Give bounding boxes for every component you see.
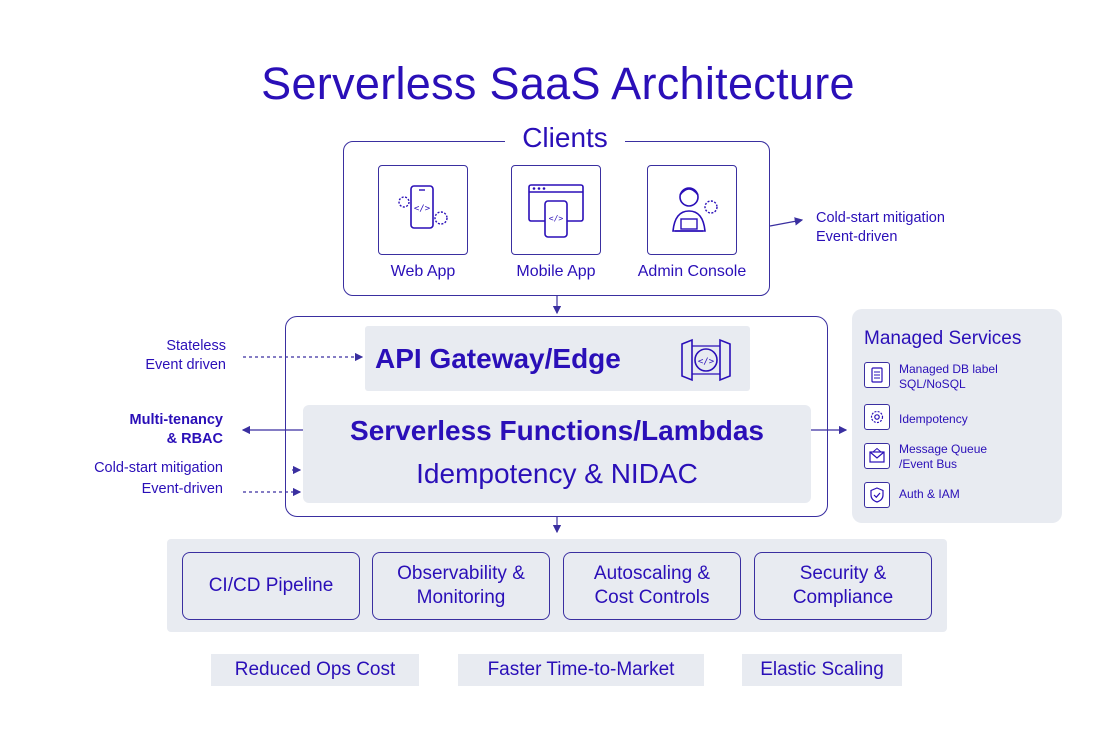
benefit-reduced-ops-cost: Reduced Ops Cost [211, 654, 419, 686]
auth-iam-label: Auth & IAM [899, 487, 960, 501]
database-icon [864, 362, 890, 388]
clients-note-line1: Cold-start mitigation [816, 210, 945, 226]
gateway-code-icon: </> [678, 336, 734, 389]
cold-start-note: Cold-start mitigation Event-driven [28, 458, 223, 500]
api-gateway-box [365, 326, 750, 391]
clients-note-arrow [769, 217, 804, 227]
message-queue-text: Message Queue /Event Bus [899, 442, 987, 472]
tenancy-note: Multi-tenancy & RBAC [63, 411, 223, 449]
tenancy-note-line1: Multi-tenancy [129, 412, 223, 428]
clients-title: Clients [505, 122, 625, 154]
mobile-app-label: Mobile App [516, 263, 596, 280]
managed-db-line2: SQL/NoSQL [899, 377, 966, 391]
message-queue-line2: /Event Bus [899, 457, 958, 471]
envelope-icon [864, 443, 890, 469]
gateway-note: Stateless Event driven [86, 337, 226, 375]
functions-title: Serverless Functions/Lambdas [350, 415, 764, 446]
message-queue-line1: Message Queue [899, 442, 988, 456]
cicd-card: CI/CD Pipeline [182, 552, 360, 620]
phone-code-gear-icon: </> [398, 185, 448, 229]
managed-services-title: Managed Services [864, 328, 1022, 349]
svg-text:</>: </> [414, 204, 431, 214]
gateway-note-line1: Stateless [166, 338, 226, 354]
cold-start-note-line1: Cold-start mitigation [94, 460, 223, 476]
idempotency-label: Idempotency [899, 412, 968, 426]
core-group [285, 316, 828, 517]
svg-text:</>: </> [698, 357, 715, 367]
web-app-card: </> [378, 165, 468, 255]
managed-db-text: Managed DB label SQL/NoSQL [899, 362, 998, 392]
gear-icon [864, 404, 890, 430]
gateway-note-line2: Event driven [145, 357, 226, 373]
api-gateway-label: API Gateway/Edge [375, 343, 621, 374]
shield-check-icon [864, 482, 890, 508]
functions-subtitle: Idempotency & NIDAC [416, 458, 698, 489]
benefit-elastic-scaling: Elastic Scaling [742, 654, 902, 686]
clients-note-line2: Event-driven [816, 229, 898, 245]
admin-console-card [647, 165, 737, 255]
web-app-label: Web App [390, 263, 456, 280]
mobile-app-card: </> [511, 165, 601, 255]
functions-box [303, 405, 811, 503]
benefit-faster-time-to-market: Faster Time-to-Market [458, 654, 704, 686]
autoscaling-card: Autoscaling & Cost Controls [563, 552, 741, 620]
admin-console-label: Admin Console [637, 263, 747, 280]
security-card: Security & Compliance [754, 552, 932, 620]
svg-text:</>: </> [549, 214, 564, 223]
clients-note: Cold-start mitigation Event-driven [816, 209, 945, 247]
observability-card: Observability & Monitoring [372, 552, 550, 620]
managed-db-line1: Managed DB label [899, 362, 998, 376]
tenancy-note-line2: & RBAC [166, 431, 223, 447]
page-title: Serverless SaaS Architecture [261, 58, 855, 109]
admin-person-gear-icon [672, 187, 718, 232]
cold-start-note-line2: Event-driven [141, 481, 223, 497]
browser-phone-code-icon: </> [528, 184, 584, 238]
